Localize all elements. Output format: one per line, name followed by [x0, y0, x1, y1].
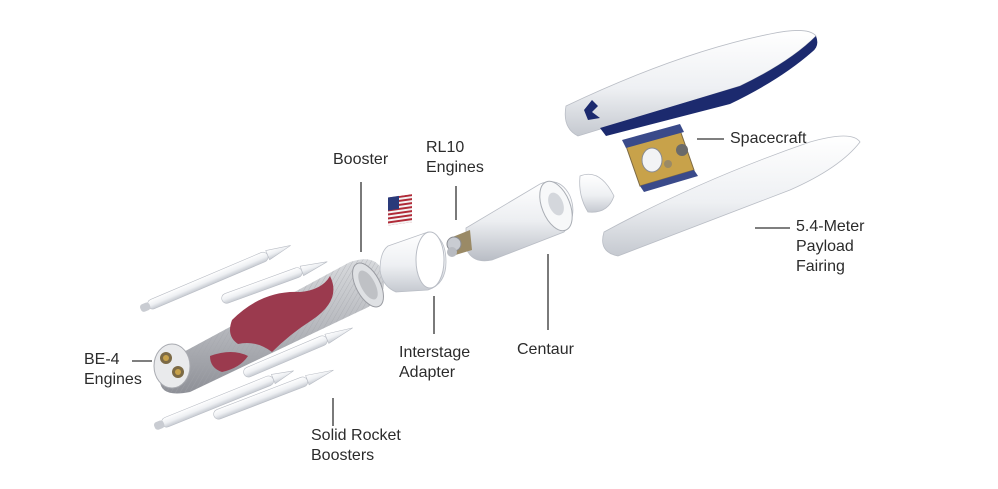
solid-rocket-booster-4 [153, 370, 294, 430]
payload-fairing-lower [602, 135, 861, 257]
leader-lines [132, 138, 790, 426]
label-be4-engines: BE-4 Engines [84, 351, 142, 388]
american-flag-icon [388, 194, 412, 226]
solid-rocket-booster-1 [140, 245, 291, 312]
label-booster: Booster [333, 151, 389, 168]
label-interstage-adapter: Interstage Adapter [399, 344, 471, 381]
booster-stage [160, 259, 385, 394]
label-solid-rocket-boosters: Solid Rocket Boosters [311, 427, 401, 464]
spacecraft [622, 124, 698, 192]
label-spacecraft: Spacecraft [730, 130, 807, 147]
solid-rocket-booster-5 [213, 369, 334, 420]
fairing-blue-stripe [600, 36, 818, 136]
label-payload-fairing: 5.4-Meter Payload Fairing [796, 218, 865, 275]
label-centaur: Centaur [517, 341, 574, 358]
solid-rocket-booster-2 [221, 261, 328, 304]
ula-swoosh-logo-icon [584, 100, 600, 120]
payload-fairing-upper [564, 30, 818, 137]
label-rl10-engines: RL10 Engines [426, 139, 484, 176]
booster-red-flame-graphic-2 [210, 352, 248, 372]
booster-red-flame-graphic [230, 276, 334, 352]
centaur-stage [465, 180, 574, 262]
be4-engines [153, 343, 191, 389]
solid-rocket-booster-3 [243, 327, 353, 378]
interstage-adapter [379, 194, 447, 293]
rl10-engines [446, 230, 472, 257]
payload-adapter-cone [579, 173, 615, 213]
